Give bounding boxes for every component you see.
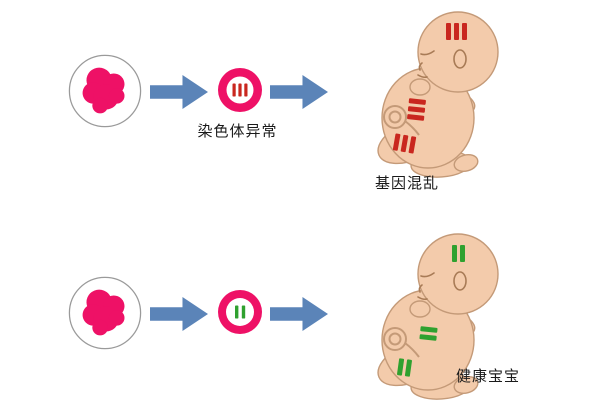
fertilized-egg-cell-abnormal [68,54,142,128]
fetus-face [417,49,467,79]
cell-blob [82,67,125,114]
umbilical-cord [383,105,420,136]
healthy-chromosome-cell [218,290,262,334]
chromosome-marks [419,326,438,341]
fertilized-egg-cell-healthy [68,276,142,350]
fetus-face [417,271,467,301]
cell-blob [82,289,125,336]
fetus-illustration [377,11,499,178]
abnormal-chromosome-cell [218,68,262,112]
label-gene-disorder: 基因混乱 [374,175,439,192]
chromosome-marks [446,23,467,40]
label-chromosome-abnormal: 染色体异常 [197,123,278,140]
chromosome-marks [406,98,427,121]
fetus-healthy [348,227,523,400]
arrow-right-icon [150,297,208,331]
arrow-right-icon [150,75,208,109]
label-healthy-baby: 健康宝宝 [455,368,520,385]
arrow-right-icon [270,75,328,109]
arrow-right-icon [270,297,328,331]
chromosome-marks [392,133,417,154]
chromosome-marks [452,245,465,262]
chromosome-marks [396,358,413,377]
umbilical-cord [383,327,420,358]
fetus-abnormal [348,5,523,180]
